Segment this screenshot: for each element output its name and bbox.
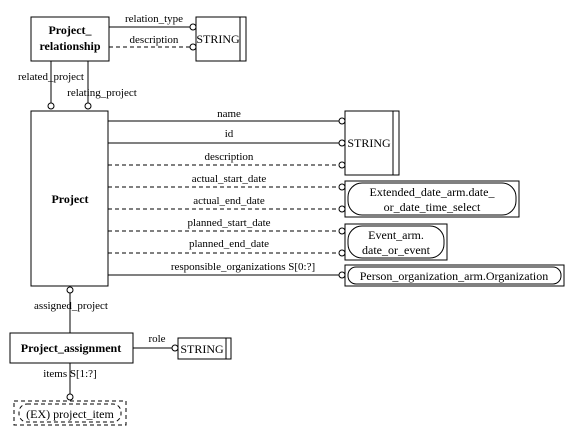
relation-type-label: relation_type: [125, 13, 183, 25]
related-project-end-circle: [47, 102, 55, 110]
project-item-label: (EX) project_item: [26, 407, 114, 421]
description-end-circle: [338, 161, 346, 169]
person-organization-inner: [347, 266, 562, 285]
name-end-circle: [338, 117, 346, 125]
relation-type-end-circle: [189, 23, 197, 31]
extended-date-select-inner: [347, 182, 517, 216]
relating-project-label: relating_project: [67, 87, 137, 99]
project-relationship-label-1: Project_: [48, 23, 92, 37]
items-label: items S[1:?]: [43, 368, 96, 380]
string-type-label-bottom: STRING: [180, 342, 224, 356]
id-end-circle: [338, 139, 346, 147]
extended-date-label-2: or_date_time_select: [384, 200, 481, 214]
event-select-inner: [347, 225, 445, 259]
event-type-box: [344, 223, 448, 261]
planned-start-date-end-circle: [338, 227, 346, 235]
role-label: role: [148, 333, 165, 345]
string-type-label-mid: STRING: [347, 136, 391, 150]
event-label-1: Event_arm.: [368, 228, 424, 242]
actual-end-date-label: actual_end_date: [193, 195, 265, 207]
person-organization-label: Person_organization_arm.Organization: [360, 269, 549, 283]
project-assignment-label: Project_assignment: [21, 341, 121, 355]
project-relationship-box: [30, 16, 110, 62]
responsible-organizations-label: responsible_organizations S[0:?]: [171, 261, 315, 273]
extended-date-label-1: Extended_date_arm.date_: [370, 185, 496, 199]
project-relationship-label-2: relationship: [39, 39, 100, 53]
string-type-box-mid: [344, 110, 400, 176]
project-item-inner: [18, 403, 122, 423]
actual-start-date-label: actual_start_date: [192, 173, 267, 185]
event-label-2: date_or_event: [362, 243, 431, 257]
actual-end-date-end-circle: [338, 205, 346, 213]
relationship-description-label: description: [130, 34, 179, 46]
person-organization-type-box: [344, 264, 565, 287]
relating-project-end-circle: [84, 102, 92, 110]
string-type-label-top: STRING: [196, 32, 240, 46]
relationship-description-end-circle: [189, 43, 197, 51]
name-label: name: [217, 108, 241, 120]
id-label: id: [225, 128, 234, 140]
string-type-box-bottom: [177, 337, 232, 360]
assigned-project-end-circle: [66, 286, 74, 294]
project-box: [30, 110, 109, 287]
planned-start-date-label: planned_start_date: [187, 217, 270, 229]
project-label: Project: [51, 192, 88, 206]
description-label: description: [205, 151, 254, 163]
actual-start-date-end-circle: [338, 183, 346, 191]
planned-end-date-label: planned_end_date: [189, 238, 269, 250]
related-project-label: related_project: [18, 71, 84, 83]
extended-date-type-box: [344, 180, 520, 218]
items-end-circle: [66, 393, 74, 401]
role-end-circle: [171, 344, 179, 352]
responsible-organizations-end-circle: [338, 271, 346, 279]
string-type-box-top: [195, 16, 247, 62]
planned-end-date-end-circle: [338, 249, 346, 257]
assigned-project-label: assigned_project: [34, 300, 108, 312]
project-item-box: [13, 400, 127, 426]
